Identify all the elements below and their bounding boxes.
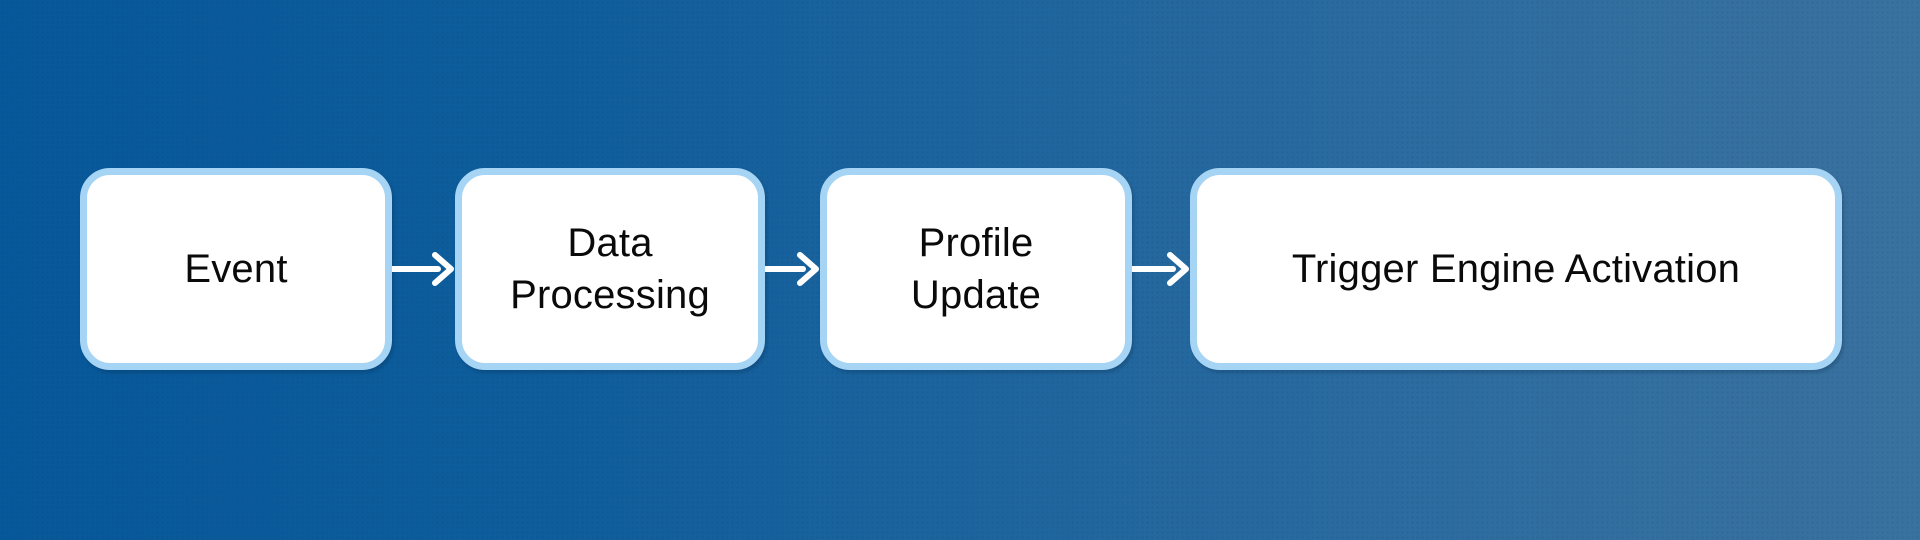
flow-node-event-label: Event	[184, 247, 288, 291]
flow-node-event: Event	[80, 168, 392, 370]
arrow-right-icon-2	[765, 252, 819, 286]
flow-node-data-processing: Data Processing	[455, 168, 765, 370]
flow-node-profile-update: Profile Update	[820, 168, 1132, 370]
flow-node-trigger-engine-activation-label: Trigger Engine Activation	[1291, 247, 1741, 291]
flow-node-profile-update-label: Profile Update	[910, 221, 1042, 317]
arrow-right-icon-3	[1132, 252, 1189, 286]
flow-node-trigger-engine-activation: Trigger Engine Activation	[1190, 168, 1842, 370]
flow-node-data-processing-label: Data Processing	[510, 221, 710, 317]
arrow-right-icon-1	[392, 252, 454, 286]
